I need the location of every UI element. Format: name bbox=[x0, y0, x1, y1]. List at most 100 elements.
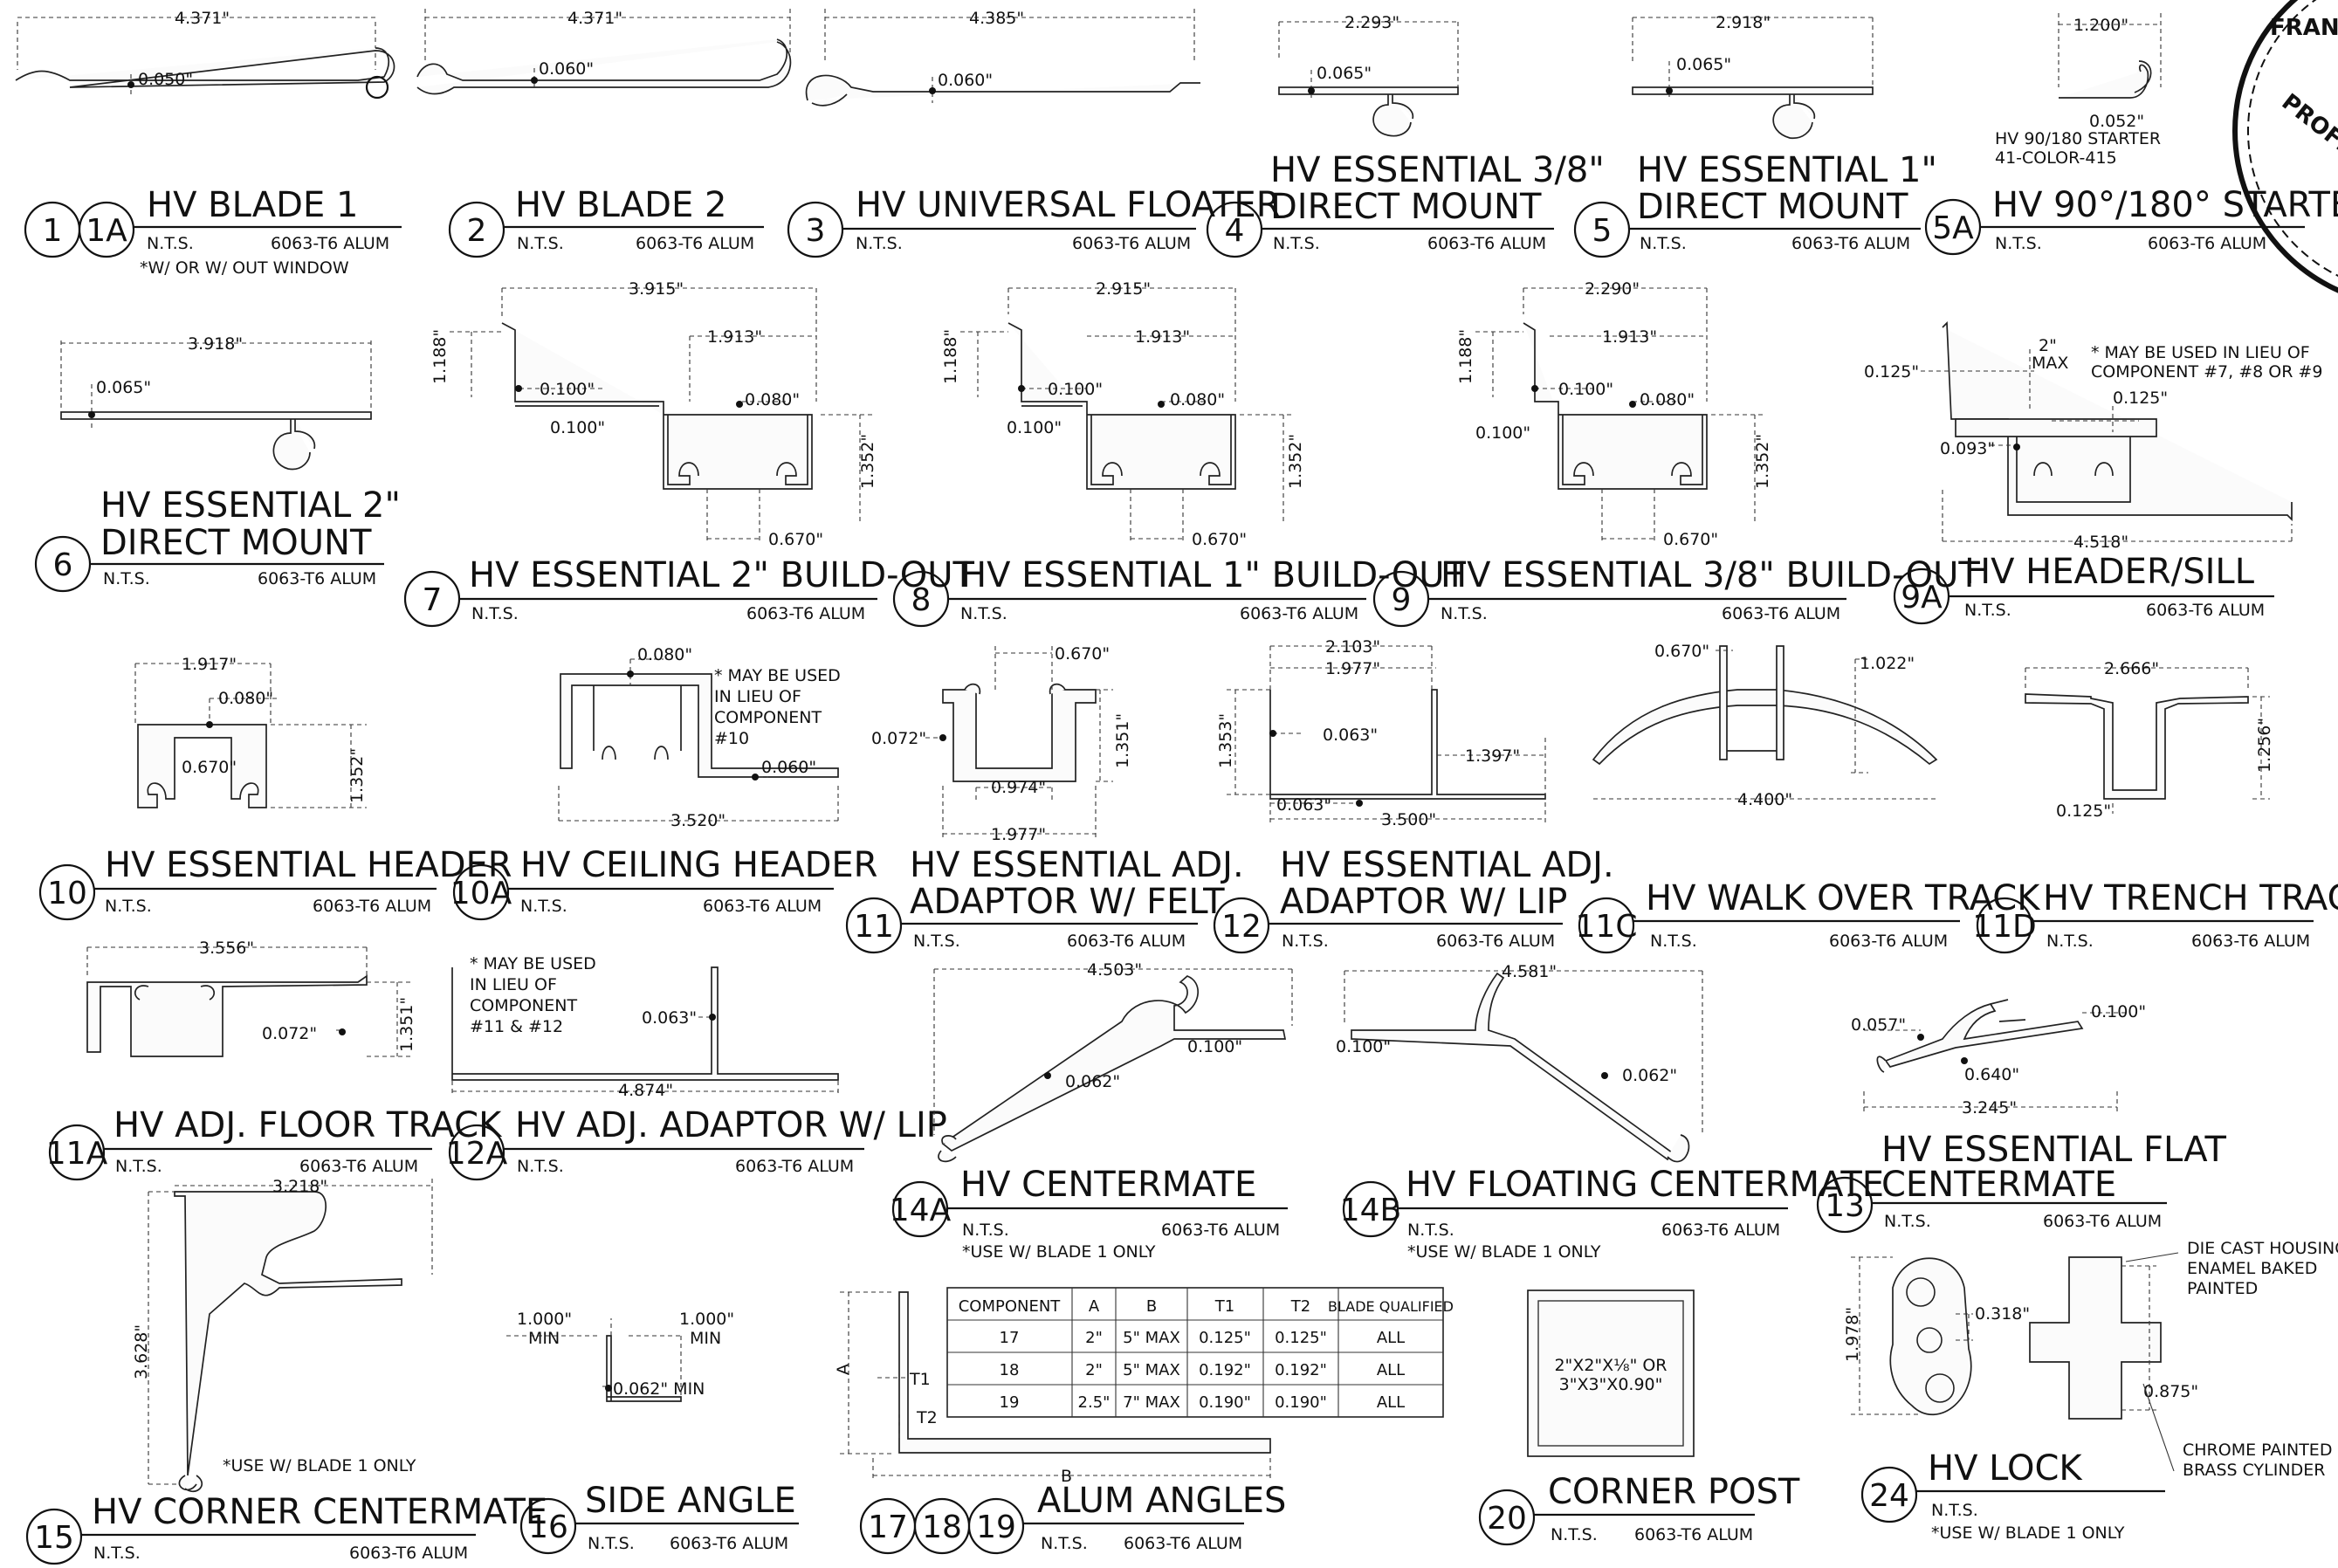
svg-text:2"X2"X⅛" OR: 2"X2"X⅛" OR bbox=[1554, 1356, 1667, 1375]
svg-text:N.T.S.: N.T.S. bbox=[471, 604, 519, 623]
component-5-essential-1-direct-mount: 2.918" 0.065" 5 HV ESSENTIAL 1" DIRECT M… bbox=[1573, 13, 1937, 258]
svg-text:5" MAX: 5" MAX bbox=[1123, 1329, 1180, 1347]
svg-text:0.060": 0.060" bbox=[761, 758, 816, 777]
svg-text:HV WALK OVER TRACK: HV WALK OVER TRACK bbox=[1646, 878, 2041, 918]
svg-text:11D: 11D bbox=[1972, 909, 2037, 945]
note: *W/ OR W/ OUT WINDOW bbox=[140, 258, 349, 278]
svg-text:HV ESSENTIAL ADJ.: HV ESSENTIAL ADJ. bbox=[910, 845, 1244, 885]
svg-text:*USE W/ BLADE 1 ONLY: *USE W/ BLADE 1 ONLY bbox=[1407, 1242, 1601, 1262]
svg-text:B: B bbox=[1146, 1297, 1157, 1316]
svg-text:N.T.S.: N.T.S. bbox=[520, 897, 567, 916]
svg-text:0.670": 0.670" bbox=[1663, 530, 1718, 549]
svg-text:11: 11 bbox=[854, 909, 894, 945]
svg-text:4.371": 4.371" bbox=[567, 9, 622, 28]
svg-text:1.913": 1.913" bbox=[1602, 327, 1657, 347]
svg-text:0.052": 0.052" bbox=[2089, 112, 2144, 131]
svg-text:6063-T6 ALUM: 6063-T6 ALUM bbox=[1829, 932, 1948, 951]
svg-text:N.T.S.: N.T.S. bbox=[1041, 1534, 1088, 1553]
svg-text:1.917": 1.917" bbox=[182, 655, 237, 674]
svg-text:0.080": 0.080" bbox=[1640, 390, 1695, 409]
svg-text:#11 & #12: #11 & #12 bbox=[470, 1017, 563, 1036]
svg-text:0.974": 0.974" bbox=[991, 778, 1046, 797]
component-11c-walk-over-track: 0.670" 1.022" 4.400" 11C HV WALK OVER TR… bbox=[1576, 642, 2041, 954]
svg-text:#10: #10 bbox=[714, 729, 749, 748]
svg-text:20: 20 bbox=[1487, 1501, 1527, 1537]
component-24-lock: 1.978" 0.318" 0.875" DIE CAST HOUSING EN… bbox=[1843, 1239, 2338, 1543]
svg-text:6063-T6 ALUM: 6063-T6 ALUM bbox=[735, 1157, 854, 1176]
svg-text:1.977": 1.977" bbox=[991, 825, 1046, 844]
svg-text:HV UNIVERSAL FLOATER: HV UNIVERSAL FLOATER bbox=[856, 185, 1280, 225]
svg-text:11A: 11A bbox=[46, 1136, 108, 1172]
svg-text:0.080": 0.080" bbox=[637, 645, 692, 664]
svg-text:10A: 10A bbox=[450, 876, 512, 911]
svg-text:3.500": 3.500" bbox=[1381, 810, 1436, 829]
component-11a-adj-floor-track: 3.556" 0.072" 1.351" 11A HV ADJ. FLOOR T… bbox=[46, 939, 503, 1181]
svg-text:*USE W/ BLADE 1 ONLY: *USE W/ BLADE 1 ONLY bbox=[962, 1242, 1156, 1262]
svg-text:3.918": 3.918" bbox=[188, 334, 243, 354]
svg-text:0.875": 0.875" bbox=[2143, 1382, 2198, 1401]
svg-text:3.520": 3.520" bbox=[670, 811, 725, 830]
svg-text:0.125": 0.125" bbox=[2056, 801, 2111, 821]
svg-text:ALL: ALL bbox=[1377, 1393, 1405, 1412]
svg-text:4.518": 4.518" bbox=[2073, 533, 2128, 552]
svg-text:6: 6 bbox=[53, 547, 73, 583]
svg-text:6063-T6 ALUM: 6063-T6 ALUM bbox=[1722, 604, 1840, 623]
svg-text:0.093": 0.093" bbox=[1940, 439, 1995, 458]
component-11d-trench-track: 2.666" 1.256" 0.125" 11D HV TRENCH TRACK… bbox=[1972, 659, 2338, 954]
svg-text:0.125": 0.125" bbox=[1199, 1329, 1251, 1347]
svg-text:N.T.S.: N.T.S. bbox=[588, 1534, 635, 1553]
svg-text:N.T.S.: N.T.S. bbox=[93, 1544, 141, 1563]
svg-text:2.918": 2.918" bbox=[1716, 13, 1771, 32]
svg-text:3.915": 3.915" bbox=[629, 279, 684, 299]
svg-text:1.913": 1.913" bbox=[1135, 327, 1190, 347]
svg-text:6063-T6 ALUM: 6063-T6 ALUM bbox=[2148, 234, 2266, 253]
svg-text:5: 5 bbox=[1592, 213, 1613, 249]
svg-text:SIDE ANGLE: SIDE ANGLE bbox=[585, 1481, 796, 1521]
svg-text:6063-T6 ALUM: 6063-T6 ALUM bbox=[670, 1534, 788, 1553]
svg-text:CHROME PAINTED: CHROME PAINTED bbox=[2183, 1441, 2332, 1460]
svg-text:HV CENTERMATE: HV CENTERMATE bbox=[960, 1165, 1256, 1205]
svg-text:0.060": 0.060" bbox=[938, 71, 993, 90]
svg-text:0.063": 0.063" bbox=[1276, 795, 1331, 815]
svg-text:13: 13 bbox=[1825, 1188, 1865, 1224]
svg-text:4.400": 4.400" bbox=[1737, 790, 1792, 809]
component-14b-floating-centermate: 4.581" 0.100" 0.062" 14B HV FLOATING CEN… bbox=[1336, 962, 1884, 1262]
svg-text:6063-T6 ALUM: 6063-T6 ALUM bbox=[1240, 604, 1358, 623]
svg-text:BLADE QUALIFIED: BLADE QUALIFIED bbox=[1328, 1298, 1454, 1315]
component-20-corner-post: 2"X2"X⅛" OR 3"X3"X0.90" 20 CORNER POST N… bbox=[1478, 1289, 1800, 1546]
component-15-corner-centermate: 3.628" 3.218" *USE W/ BLADE 1 ONLY 15 HV… bbox=[25, 1177, 547, 1565]
svg-text:N.T.S.: N.T.S. bbox=[960, 604, 1007, 623]
svg-text:N.T.S.: N.T.S. bbox=[1551, 1525, 1598, 1544]
svg-text:4.874": 4.874" bbox=[618, 1081, 673, 1100]
svg-text:0.080": 0.080" bbox=[1170, 390, 1225, 409]
svg-text:B: B bbox=[1061, 1467, 1072, 1486]
svg-text:0.100": 0.100" bbox=[1558, 380, 1613, 399]
svg-text:1.397": 1.397" bbox=[1465, 746, 1520, 766]
svg-text:MIN: MIN bbox=[690, 1329, 721, 1348]
svg-text:N.T.S.: N.T.S. bbox=[1884, 1212, 1931, 1231]
svg-text:*USE W/ BLADE 1 ONLY: *USE W/ BLADE 1 ONLY bbox=[1931, 1523, 2125, 1543]
svg-text:18: 18 bbox=[1000, 1361, 1020, 1379]
svg-text:0.100": 0.100" bbox=[1048, 380, 1103, 399]
svg-text:2.915": 2.915" bbox=[1096, 279, 1151, 299]
svg-text:N.T.S.: N.T.S. bbox=[517, 234, 564, 253]
svg-text:CENTERMATE: CENTERMATE bbox=[1881, 1165, 2116, 1205]
svg-text:5A: 5A bbox=[1932, 210, 1974, 246]
svg-text:3: 3 bbox=[806, 213, 826, 249]
svg-text:0.100": 0.100" bbox=[1475, 423, 1530, 443]
component-10a-ceiling-header: 0.080" 0.060" 3.520" * MAY BE USED IN LI… bbox=[450, 645, 877, 921]
svg-text:3.628": 3.628" bbox=[132, 1324, 151, 1379]
svg-text:A: A bbox=[1089, 1297, 1100, 1316]
svg-text:N.T.S.: N.T.S. bbox=[2046, 932, 2094, 951]
svg-text:6063-T6 ALUM: 6063-T6 ALUM bbox=[1661, 1221, 1780, 1240]
svg-text:* MAY BE USED: * MAY BE USED bbox=[470, 954, 596, 973]
svg-text:HV BLADE 2: HV BLADE 2 bbox=[515, 185, 726, 225]
title: HV BLADE 1 bbox=[147, 185, 358, 225]
callout-1a bbox=[78, 201, 135, 258]
svg-text:N.T.S.: N.T.S. bbox=[1407, 1221, 1454, 1240]
svg-text:6063-T6 ALUM: 6063-T6 ALUM bbox=[1124, 1534, 1242, 1553]
svg-text:HV ESSENTIAL ADJ.: HV ESSENTIAL ADJ. bbox=[1280, 845, 1614, 885]
svg-text:6063-T6 ALUM: 6063-T6 ALUM bbox=[1161, 1221, 1280, 1240]
svg-text:0.100": 0.100" bbox=[1187, 1037, 1242, 1056]
component-14a-centermate: 4.503" 0.100" 0.062" 14A HV CENTERMATE N… bbox=[890, 960, 1293, 1262]
